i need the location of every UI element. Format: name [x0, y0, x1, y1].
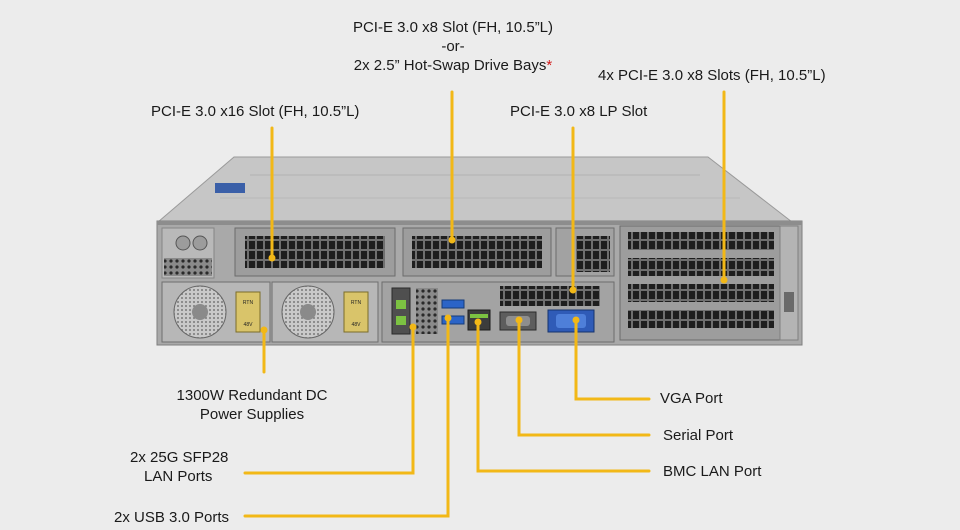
label-drive-bays-text: 2x 2.5” Hot-Swap Drive Bays	[353, 57, 547, 74]
callout-dot-pcie-4x	[720, 276, 728, 284]
psu2-48v-marking: 48V	[352, 322, 362, 328]
label-pcie-x8-fh-line1: PCI-E 3.0 x8 Slot (FH, 10.5”L)	[352, 19, 554, 36]
label-psu-line1: 1300W Redundant DC	[176, 387, 328, 404]
power-supply-2: RTN 48V	[271, 281, 379, 343]
right-bracket	[779, 225, 799, 341]
pcie-x16-slot-bracket	[234, 227, 396, 277]
label-pcie-x8-fh-line3: 2x 2.5” Hot-Swap Drive Bays*	[318, 56, 588, 75]
power-supply-1: RTN 48V	[161, 281, 271, 343]
callout-line-sfp	[243, 325, 415, 475]
callout-line-serial	[517, 318, 651, 437]
label-usb: 2x USB 3.0 Ports	[114, 509, 230, 526]
psu1-48v-marking: 48V	[244, 322, 254, 328]
label-psu: 1300W Redundant DC Power Supplies	[152, 386, 352, 424]
callout-dot-sfp	[409, 323, 417, 331]
label-psu-line2: Power Supplies	[199, 406, 305, 423]
callout-dot-pcie-x16	[268, 254, 276, 262]
callout-line-usb	[243, 316, 450, 518]
label-sfp-line1: 2x 25G SFP28	[130, 449, 229, 466]
label-vga: VGA Port	[660, 390, 723, 407]
label-pcie-4x: 4x PCI-E 3.0 x8 Slots (FH, 10.5”L)	[598, 67, 826, 84]
label-pcie-lp: PCI-E 3.0 x8 LP Slot	[510, 103, 648, 120]
callout-line-bmc	[476, 320, 651, 473]
label-bmc: BMC LAN Port	[663, 463, 762, 480]
pcie-4x-slot-brackets	[619, 225, 781, 341]
label-pcie-x8-fh: PCI-E 3.0 x8 Slot (FH, 10.5”L) -or- 2x 2…	[318, 18, 588, 75]
callout-dot-serial	[515, 316, 523, 324]
mid-rear-vent	[555, 227, 615, 277]
callout-dot-usb	[444, 314, 452, 322]
left-bracket	[161, 227, 215, 279]
label-serial: Serial Port	[663, 427, 734, 444]
callout-dot-bmc	[474, 318, 482, 326]
psu2-rtn-marking: RTN	[351, 300, 362, 306]
label-pcie-x8-fh-line2: -or-	[441, 38, 465, 55]
psu1-rtn-marking: RTN	[243, 300, 254, 306]
label-sfp-line2: LAN Ports	[144, 468, 213, 485]
callout-dot-psu	[260, 326, 268, 334]
pcie-x8-fh-slot-bracket	[402, 227, 552, 277]
label-sfp: 2x 25G SFP28 LAN Ports	[130, 448, 228, 486]
callout-line-vga	[574, 318, 651, 401]
label-pcie-x16: PCI-E 3.0 x16 Slot (FH, 10.5”L)	[151, 103, 360, 120]
footnote-asterisk: *	[546, 57, 553, 74]
callout-dot-pcie-x8-fh	[448, 236, 456, 244]
callout-dot-vga	[572, 316, 580, 324]
callout-dot-pcie-lp	[569, 286, 577, 294]
